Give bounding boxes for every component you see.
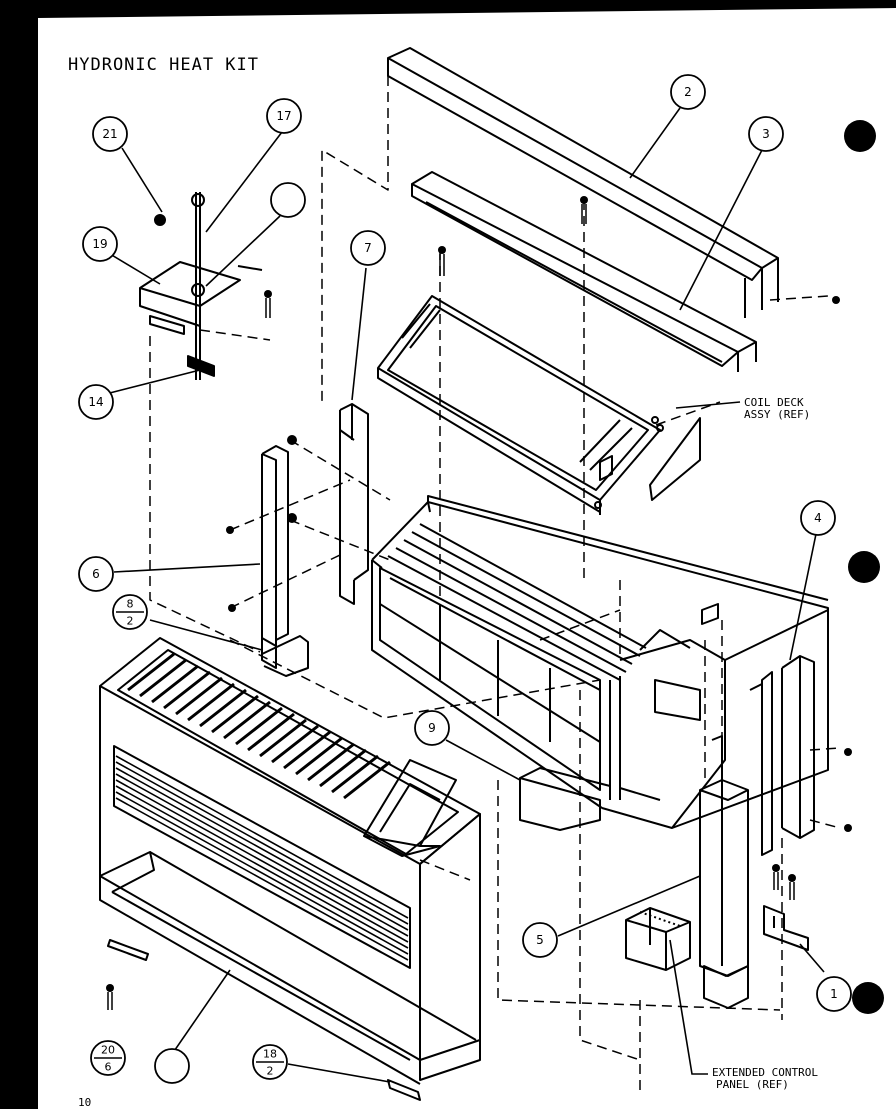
callout-9: 9 (414, 710, 450, 746)
binder-hole-middle (848, 551, 880, 583)
callout-16: 19 (82, 226, 118, 262)
callout-4: 4 (800, 500, 836, 536)
callout-2: 2 (670, 74, 706, 110)
callout-8-denominator: 2 (127, 615, 134, 628)
coil-deck-label-line1: COIL DECK (744, 396, 804, 409)
callout-7-text: 7 (364, 241, 372, 255)
callout-14-text: 14 (88, 395, 103, 409)
callout-21 (270, 182, 306, 218)
callout-8-over-2: 8 2 (112, 594, 148, 630)
callout-18-numerator: 18 (263, 1048, 277, 1061)
callout-20-numerator: 20 (101, 1044, 115, 1057)
callout-18-over-2: 18 2 (252, 1044, 288, 1080)
coil-deck-assembly (377, 295, 701, 515)
callout-15-text: 17 (276, 109, 291, 123)
callout-20-over-6: 20 6 (90, 1040, 126, 1076)
callout-1-text: 1 (830, 987, 838, 1001)
callout-5-text: 5 (536, 933, 544, 947)
bracket-part-1 (763, 905, 809, 951)
front-cabinet (99, 637, 481, 1085)
callout-6: 6 (78, 556, 114, 592)
main-chassis (371, 495, 829, 829)
callout-1: 1 (816, 976, 852, 1012)
vertical-panel-part-6 (261, 445, 309, 677)
callout-3: 3 (748, 116, 784, 152)
top-cover-part-2 (387, 47, 779, 318)
callout-4-text: 4 (814, 511, 822, 525)
callout-3-text: 3 (762, 127, 770, 141)
extended-control-label-line2: PANEL (REF) (716, 1078, 789, 1091)
diagram-title: HYDRONIC HEAT KIT (68, 55, 259, 75)
callout-7: 7 (350, 230, 386, 266)
screws (106, 196, 852, 1010)
callout-20-denominator: 6 (105, 1061, 112, 1074)
side-channel-part-4 (749, 655, 815, 856)
callout-bubbles: 2 3 17 21 19 7 14 6 4 9 5 1 8 2 20 6 18 … (78, 74, 852, 1084)
extended-control-panel-bracket (625, 907, 691, 971)
callout-18-denominator: 2 (267, 1065, 274, 1078)
vertical-panel-part-7 (339, 403, 369, 605)
callout-5: 5 (522, 922, 558, 958)
callout-6-text: 6 (92, 567, 100, 581)
bracket-part-16 (139, 192, 263, 380)
callout-2-text: 2 (684, 85, 692, 99)
coil-deck-label-line2: ASSY (REF) (744, 408, 810, 421)
construction-lines (149, 76, 841, 1090)
leader-lines (97, 107, 825, 1083)
callout-14: 14 (78, 384, 114, 420)
callout-17: 21 (92, 116, 128, 152)
callout-8-numerator: 8 (127, 598, 134, 611)
callout-19 (154, 1048, 190, 1084)
paper (38, 8, 896, 1109)
channel-part-3 (411, 171, 757, 372)
base-trim-part-19 (99, 851, 477, 1101)
binder-hole-bottom (852, 982, 884, 1014)
extended-control-label-line1: EXTENDED CONTROL (712, 1066, 818, 1079)
callout-9-text: 9 (428, 721, 436, 735)
callout-17-text: 21 (102, 127, 117, 141)
callout-16-text: 19 (92, 237, 107, 251)
binder-hole-top (844, 120, 876, 152)
page-number: 10 (78, 1096, 91, 1109)
callout-15: 17 (266, 98, 302, 134)
